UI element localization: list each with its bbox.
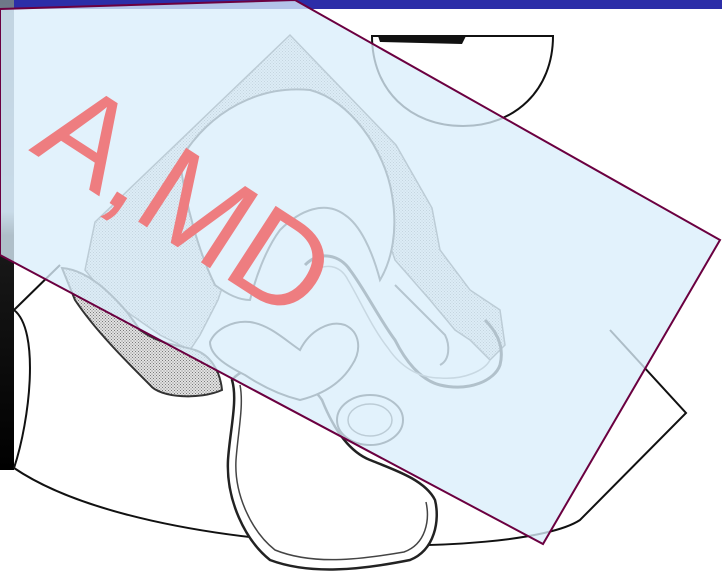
diagram-canvas: A,MD bbox=[0, 0, 722, 573]
